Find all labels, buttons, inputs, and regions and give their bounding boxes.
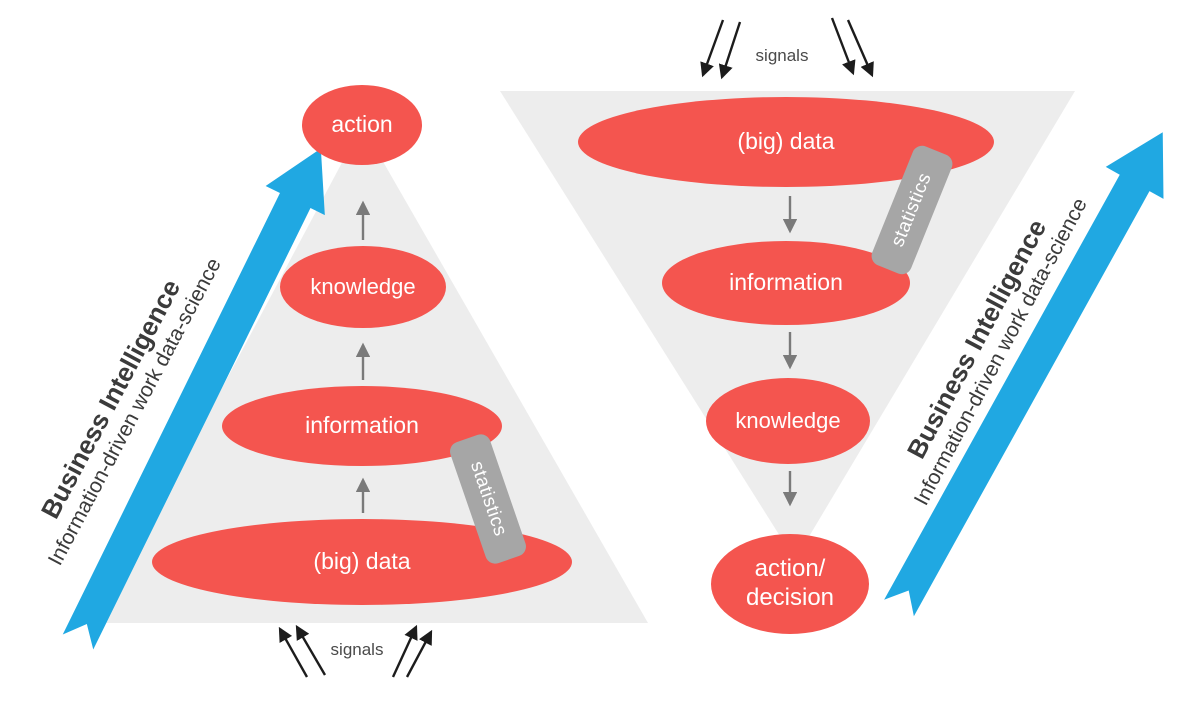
left-ellipse-knowledge: knowledge [280, 246, 446, 328]
action-decision-line1: action/ [754, 555, 826, 583]
bottom-signals-label: signals [330, 640, 384, 659]
right-ellipse-knowledge: knowledge [706, 378, 870, 464]
right-ellipse-action-decision: action/ decision [711, 534, 869, 634]
right-ellipse-information: information [662, 241, 910, 325]
left-bi-arrow [62, 148, 325, 650]
bottom-signal-arrows [278, 624, 433, 678]
left-ellipse-action: action [302, 85, 422, 165]
top-signals-label: signals [755, 46, 809, 65]
action-decision-line2: decision [745, 584, 835, 611]
left-ellipse-information: information [222, 386, 502, 466]
top-signal-arrows [700, 17, 874, 80]
right-bi-arrow [884, 132, 1164, 617]
